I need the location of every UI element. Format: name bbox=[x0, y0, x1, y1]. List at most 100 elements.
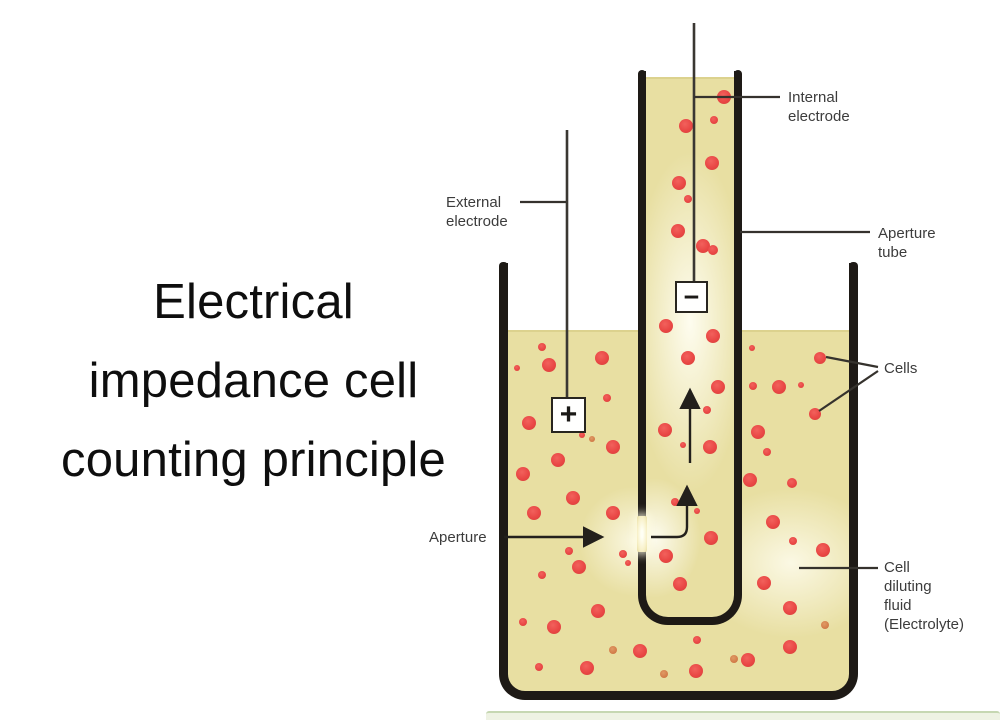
cells-leader-line-upper bbox=[825, 355, 879, 369]
fluid-label-line3: fluid bbox=[884, 597, 912, 614]
cell-dot bbox=[710, 116, 718, 124]
cell-dot bbox=[814, 352, 826, 364]
cell-dot bbox=[658, 423, 672, 437]
aperture-tube bbox=[638, 71, 742, 625]
cell-dot bbox=[743, 473, 757, 487]
flow-arrow-through-aperture bbox=[651, 484, 698, 539]
cell-dot bbox=[711, 380, 725, 394]
aperture-tube-label: Aperture tube bbox=[878, 224, 936, 262]
cell-dot bbox=[821, 621, 829, 629]
cell-dot bbox=[542, 358, 556, 372]
cell-dot bbox=[591, 604, 605, 618]
cell-dot bbox=[595, 351, 609, 365]
page-title: Electrical impedance cell counting princ… bbox=[0, 263, 507, 500]
cell-dot bbox=[671, 224, 685, 238]
cell-dot bbox=[763, 448, 771, 456]
cell-dot bbox=[619, 550, 627, 558]
aperture-opening bbox=[637, 516, 647, 552]
internal-electrode-label: Internal electrode bbox=[788, 88, 850, 126]
cell-dot bbox=[603, 394, 611, 402]
external-electrode-label-line1: External bbox=[446, 194, 502, 211]
cell-dot bbox=[659, 549, 673, 563]
cell-dot bbox=[704, 531, 718, 545]
cell-dot bbox=[659, 319, 673, 333]
plus-symbol: + bbox=[559, 398, 578, 431]
cell-dot bbox=[789, 537, 797, 545]
beaker-wall-cap-right bbox=[849, 262, 858, 276]
cell-dot bbox=[696, 239, 710, 253]
cell-dot bbox=[783, 640, 797, 654]
fluid-label-line4: (Electrolyte) bbox=[884, 616, 965, 633]
aperture-label: Aperture bbox=[429, 529, 487, 546]
cell-dot bbox=[730, 655, 738, 663]
bottom-edge-strip bbox=[486, 711, 1000, 720]
cell-dot bbox=[693, 636, 701, 644]
aperture-tube-label-line1: Aperture bbox=[878, 225, 936, 242]
cell-dot bbox=[772, 380, 786, 394]
aperture-tube-label-line2: tube bbox=[878, 244, 908, 261]
cell-dot bbox=[514, 365, 520, 371]
cell-diluting-fluid-label: Cell diluting fluid (Electrolyte) bbox=[884, 558, 964, 634]
external-electrode-terminal: + bbox=[551, 397, 586, 433]
cell-dot bbox=[566, 491, 580, 505]
cell-dot bbox=[660, 670, 668, 678]
cell-dot bbox=[694, 508, 700, 514]
cell-dot bbox=[741, 653, 755, 667]
cell-dot bbox=[633, 644, 647, 658]
cell-dot bbox=[679, 119, 693, 133]
cell-dot bbox=[671, 498, 679, 506]
cell-dot bbox=[565, 547, 573, 555]
external-electrode-label-line2: electrode bbox=[446, 213, 508, 230]
cell-dot bbox=[766, 515, 780, 529]
tube-wall-cap-right bbox=[734, 70, 742, 84]
cell-dot bbox=[580, 661, 594, 675]
cell-dot bbox=[783, 601, 797, 615]
title-line-1: Electrical bbox=[153, 275, 354, 329]
cell-dot bbox=[527, 506, 541, 520]
internal-electrode-terminal: − bbox=[675, 281, 708, 313]
beaker bbox=[499, 263, 858, 700]
cell-dot bbox=[705, 156, 719, 170]
internal-electrode-label-line2: electrode bbox=[788, 108, 850, 125]
cell-dot bbox=[572, 560, 586, 574]
cell-dot bbox=[551, 453, 565, 467]
cell-dot bbox=[606, 506, 620, 520]
cell-dot bbox=[689, 664, 703, 678]
cell-dot bbox=[519, 618, 527, 626]
cells-label: Cells bbox=[884, 360, 918, 377]
cell-dot bbox=[547, 620, 561, 634]
cell-dot bbox=[751, 425, 765, 439]
title-line-3: counting principle bbox=[61, 433, 446, 487]
cell-dot bbox=[579, 432, 585, 438]
fluid-label-line2: diluting bbox=[884, 578, 932, 595]
cell-dot bbox=[625, 560, 631, 566]
cell-dot bbox=[516, 467, 530, 481]
cell-dot bbox=[606, 440, 620, 454]
cell-dot bbox=[522, 416, 536, 430]
cell-dot bbox=[816, 543, 830, 557]
cell-dot bbox=[673, 577, 687, 591]
cell-dot bbox=[609, 646, 617, 654]
cell-dot bbox=[703, 406, 711, 414]
tube-wall-cap-left bbox=[638, 70, 646, 84]
cell-dot bbox=[787, 478, 797, 488]
minus-symbol: − bbox=[683, 281, 700, 312]
cell-dot bbox=[798, 382, 804, 388]
cell-dot bbox=[706, 329, 720, 343]
cell-dot bbox=[680, 442, 686, 448]
internal-electrode-label-line1: Internal bbox=[788, 89, 839, 106]
cell-dot bbox=[708, 245, 718, 255]
cell-dot bbox=[535, 663, 543, 671]
fluid-label-line1: Cell bbox=[884, 559, 910, 576]
aperture-tube-fluid bbox=[646, 77, 734, 619]
cell-dot bbox=[681, 351, 695, 365]
cells-leader-line-lower bbox=[818, 370, 879, 412]
cell-dot bbox=[684, 195, 692, 203]
cell-dot bbox=[589, 436, 595, 442]
cell-dot bbox=[749, 382, 757, 390]
cell-dot bbox=[672, 176, 686, 190]
cell-dot bbox=[809, 408, 821, 420]
beaker-wall-cap-left bbox=[499, 262, 508, 276]
external-electrode-label: External electrode bbox=[446, 193, 508, 231]
